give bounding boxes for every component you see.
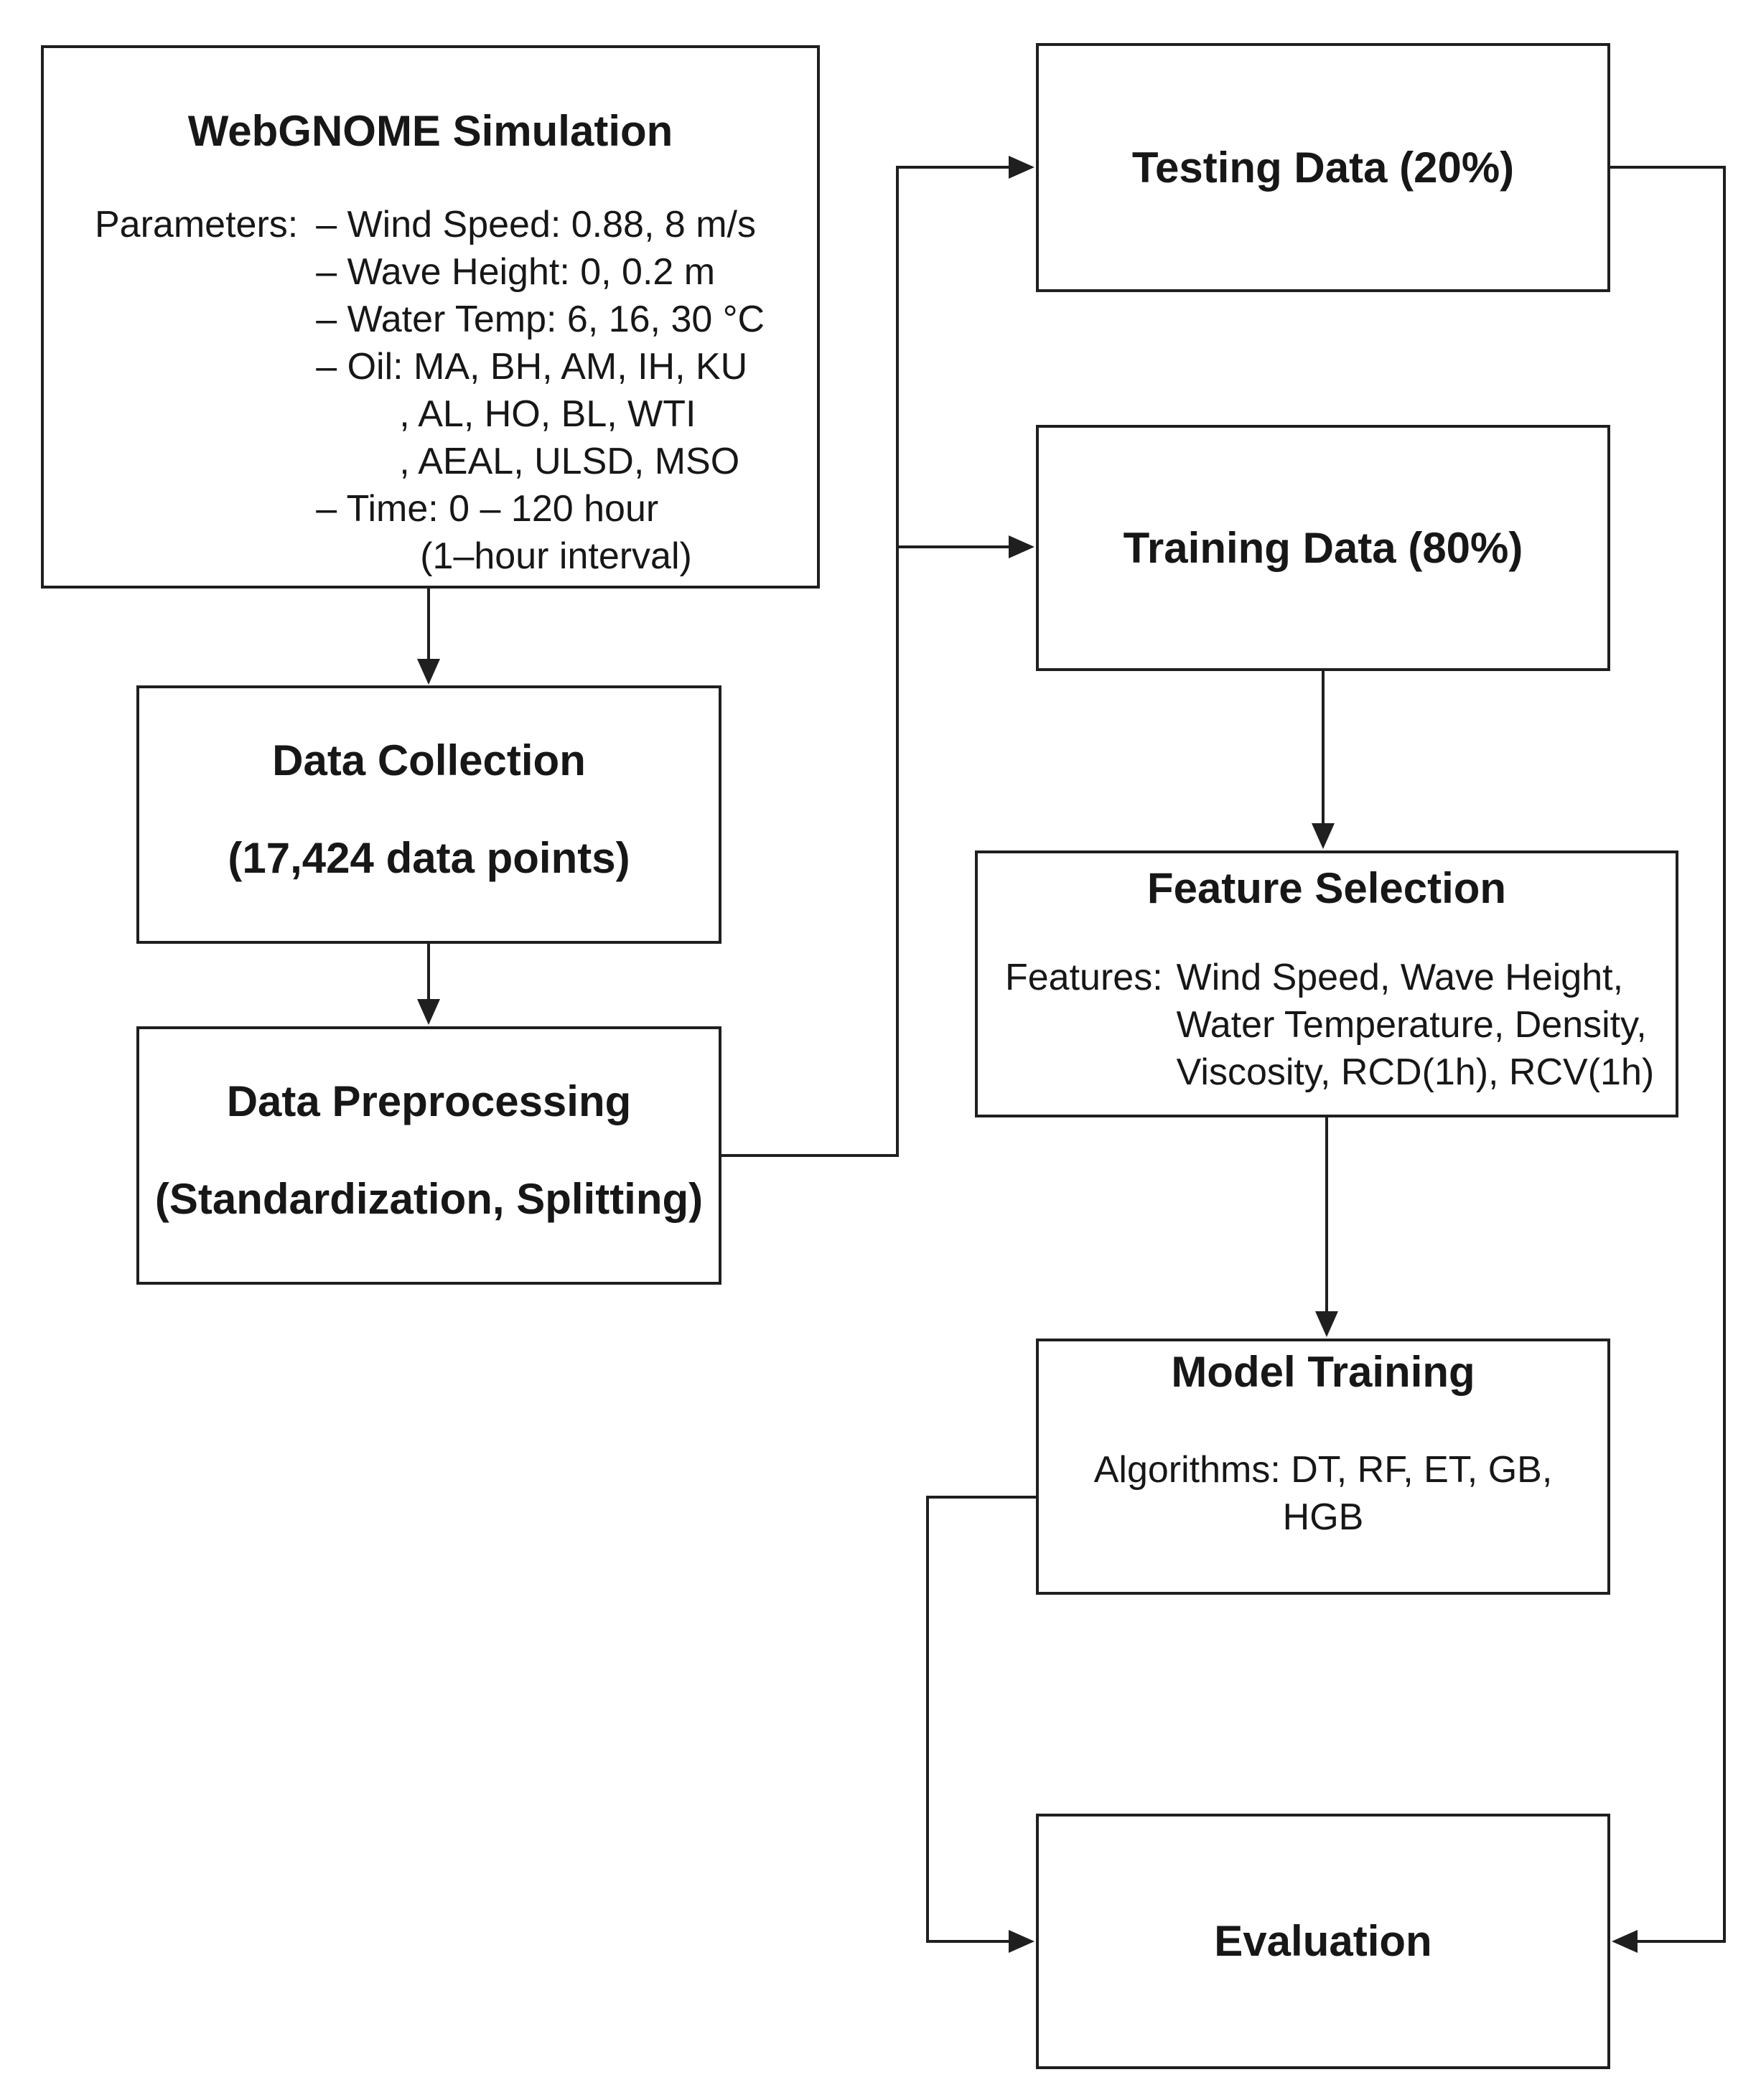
split-trunk-line [896, 166, 899, 1157]
features-line-1: Wind Speed, Wave Height, [1176, 957, 1624, 998]
data-collection-title: Data Collection [272, 736, 586, 784]
model-training-algorithms: Algorithms: DT, RF, ET, GB, HGB [1039, 1446, 1607, 1541]
feature-selection-box: Feature Selection Features: Wind Speed, … [975, 850, 1678, 1117]
features-line-2: Water Temperature, Density, [1176, 1004, 1647, 1046]
param-oil-cont-1: , AL, HO, BL, WTI [399, 393, 696, 435]
arrowhead-into-testing-data [1009, 156, 1034, 179]
parameters-label: Parameters: [95, 204, 299, 245]
webgnome-title: WebGNOME Simulation [187, 107, 673, 155]
param-time-interval: (1–hour interval) [420, 535, 692, 577]
feature-selection-title: Feature Selection [1146, 864, 1507, 912]
line-preprocessing-to-trunk [721, 1154, 899, 1157]
line-collection-to-preprocessing [427, 944, 430, 1000]
evaluation-title: Evaluation [1214, 1917, 1432, 1965]
arrowhead-into-model-training [1315, 1311, 1338, 1337]
features-list: Wind Speed, Wave Height, Water Temperatu… [1177, 954, 1655, 1096]
param-wave-height: – Wave Height: 0, 0.2 m [316, 251, 716, 293]
line-training-to-feature-selection [1322, 671, 1325, 825]
param-time: – Time: 0 – 120 hour [316, 488, 659, 530]
arrowhead-into-training-data [1009, 535, 1034, 558]
line-loop-to-evaluation-right [1636, 1940, 1724, 1943]
arrowhead-into-evaluation-left [1009, 1930, 1034, 1953]
webgnome-simulation-box: WebGNOME Simulation Parameters: – Wind S… [41, 45, 820, 589]
model-training-box: Model Training Algorithms: DT, RF, ET, G… [1036, 1339, 1610, 1595]
line-model-loop-down [926, 1496, 929, 1943]
algorithms-line-1: Algorithms: DT, RF, ET, GB, [1093, 1449, 1553, 1491]
data-collection-subtitle: (17,424 data points) [228, 834, 630, 882]
param-wind-speed: – Wind Speed: 0.88, 8 m/s [316, 204, 756, 245]
param-oil: – Oil: MA, BH, AM, IH, KU [316, 346, 748, 388]
param-water-temp: – Water Temp: 6, 16, 30 °C [316, 299, 765, 340]
testing-data-title: Testing Data (20%) [1131, 143, 1515, 192]
training-data-title: Training Data (80%) [1123, 523, 1523, 572]
evaluation-box: Evaluation [1036, 1814, 1610, 2069]
data-preprocessing-title: Data Preprocessing [226, 1077, 632, 1125]
training-data-box: Training Data (80%) [1036, 425, 1610, 671]
line-testing-exit-right [1610, 166, 1726, 169]
param-oil-cont-2: , AEAL, ULSD, MSO [399, 441, 740, 482]
webgnome-parameters: Parameters: – Wind Speed: 0.88, 8 m/s – … [44, 201, 817, 580]
line-loop-to-evaluation [928, 1940, 1010, 1943]
features-line-3: Viscosity, RCD(1h), RCV(1h) [1176, 1051, 1655, 1093]
line-model-exit-left [928, 1496, 1036, 1499]
arrowhead-into-feature-selection [1312, 823, 1335, 849]
parameters-list: – Wind Speed: 0.88, 8 m/s – Wave Height:… [316, 201, 765, 580]
line-testing-loop-down [1723, 166, 1726, 1943]
model-training-title: Model Training [1171, 1348, 1475, 1396]
feature-selection-features: Features: Wind Speed, Wave Height, Water… [978, 954, 1676, 1096]
data-preprocessing-box: Data Preprocessing (Standardization, Spl… [136, 1026, 721, 1285]
arrowhead-into-evaluation-right [1612, 1930, 1638, 1953]
line-trunk-to-training [897, 545, 1010, 548]
line-trunk-to-testing [897, 166, 1010, 169]
line-webgnome-to-collection [427, 589, 430, 660]
arrowhead-into-data-preprocessing [417, 999, 440, 1025]
data-collection-box: Data Collection (17,424 data points) [136, 685, 721, 944]
algorithms-line-2: HGB [1282, 1496, 1364, 1538]
line-feature-selection-to-model [1325, 1117, 1328, 1313]
testing-data-box: Testing Data (20%) [1036, 43, 1610, 292]
arrowhead-into-data-collection [417, 659, 440, 685]
features-label: Features: [1005, 957, 1163, 998]
data-preprocessing-subtitle: (Standardization, Splitting) [154, 1175, 704, 1223]
